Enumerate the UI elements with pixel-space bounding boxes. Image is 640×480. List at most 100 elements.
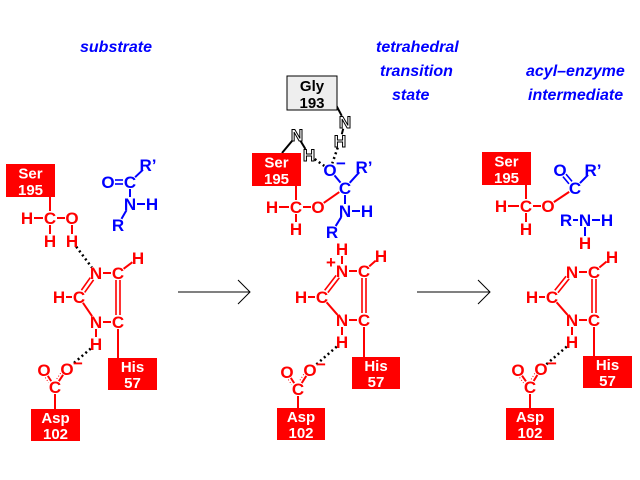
residue-number: 102 [288,425,313,442]
residue-name: Asp [516,409,544,426]
atom-label: H [361,202,373,221]
title-substrate: substrate [80,39,152,56]
single-bond [299,140,307,150]
atom-label: O [303,361,316,380]
atom-label: H [526,288,538,307]
title-intermediate: intermediate [528,87,623,104]
atom-label: H [21,209,33,228]
single-bond [340,128,345,135]
atom-label: N [336,262,348,281]
title-state: state [392,87,429,104]
atom-label: O [65,209,78,228]
single-bond [134,169,144,178]
atom-label: O [311,198,324,217]
double-bond [80,277,91,291]
atom-label: C [339,179,351,198]
residue-number: 195 [18,182,43,199]
double-bond [324,274,337,291]
atom-label: R’ [585,161,602,180]
single-bond [598,260,608,269]
atom-label: N [579,211,591,230]
hydrogen-bond [313,158,326,167]
charge-label: − [316,355,326,374]
atom-label: H [336,240,348,259]
residue-number: 57 [124,375,141,392]
residue-number: 102 [43,426,68,443]
residue-name: Ser [494,154,518,171]
atom-label: N [566,311,578,330]
title-acyl-enzyme: acyl–enzyme [526,63,625,80]
atom-label: O [541,197,554,216]
title-transition: transition [380,63,453,80]
single-bond [334,216,343,227]
partial-bond [58,374,64,382]
partial-bond [289,377,296,384]
atom-label: H [606,248,618,267]
atom-label: H [495,197,507,216]
partial-bond [530,373,536,380]
bonds [34,169,145,409]
double-bond [84,279,95,293]
residue-box [252,153,301,186]
atom-label: C [520,197,532,216]
residue-box [352,357,400,389]
atom-label: H [601,211,613,230]
residue-number: 57 [368,374,385,391]
residue-number: 195 [264,171,289,188]
single-bond [579,174,589,184]
charge-label: − [73,354,83,373]
charge-label: + [326,253,336,272]
atom-label: C [316,288,328,307]
atom-label: O [37,361,50,380]
residue-box [31,409,80,441]
residue-name: Ser [18,166,42,183]
title-tetrahedral: tetrahedral [376,39,459,56]
atom-label: O [280,363,293,382]
atom-label: C [358,262,370,281]
atom-label: H [303,146,315,165]
double-bond [327,277,340,294]
atom-label: H [266,198,278,217]
single-bond [323,191,340,204]
atom-label: C [358,311,370,330]
partial-bond [519,377,524,384]
partial-bond [55,372,62,380]
panel-titles: substrate tetrahedral transition state a… [80,39,625,104]
atom-label: H [44,232,56,251]
atom-label: H [579,234,591,253]
single-bond [82,302,93,317]
atom-label: C [44,209,56,228]
double-bond [565,173,573,182]
residue-name: Asp [41,410,69,427]
atom-label: C [588,311,600,330]
single-bond [122,261,133,270]
double-bond [554,275,567,291]
single-bond [348,171,361,184]
atom-label: R [112,216,124,235]
residue-box [286,75,338,111]
atom-label: C [112,264,124,283]
atom-label: C [73,288,85,307]
atom-label: H [520,220,532,239]
atom-label: C [49,378,61,397]
atom-label: C [112,313,124,332]
atom-label: N [90,264,102,283]
partial-bond [300,375,308,384]
reaction-arrow-2 [417,279,491,305]
atom-label: R’ [356,158,373,177]
residue-number: 57 [599,373,616,390]
residue-name: Gly [300,78,325,95]
atom-label: C [292,380,304,399]
